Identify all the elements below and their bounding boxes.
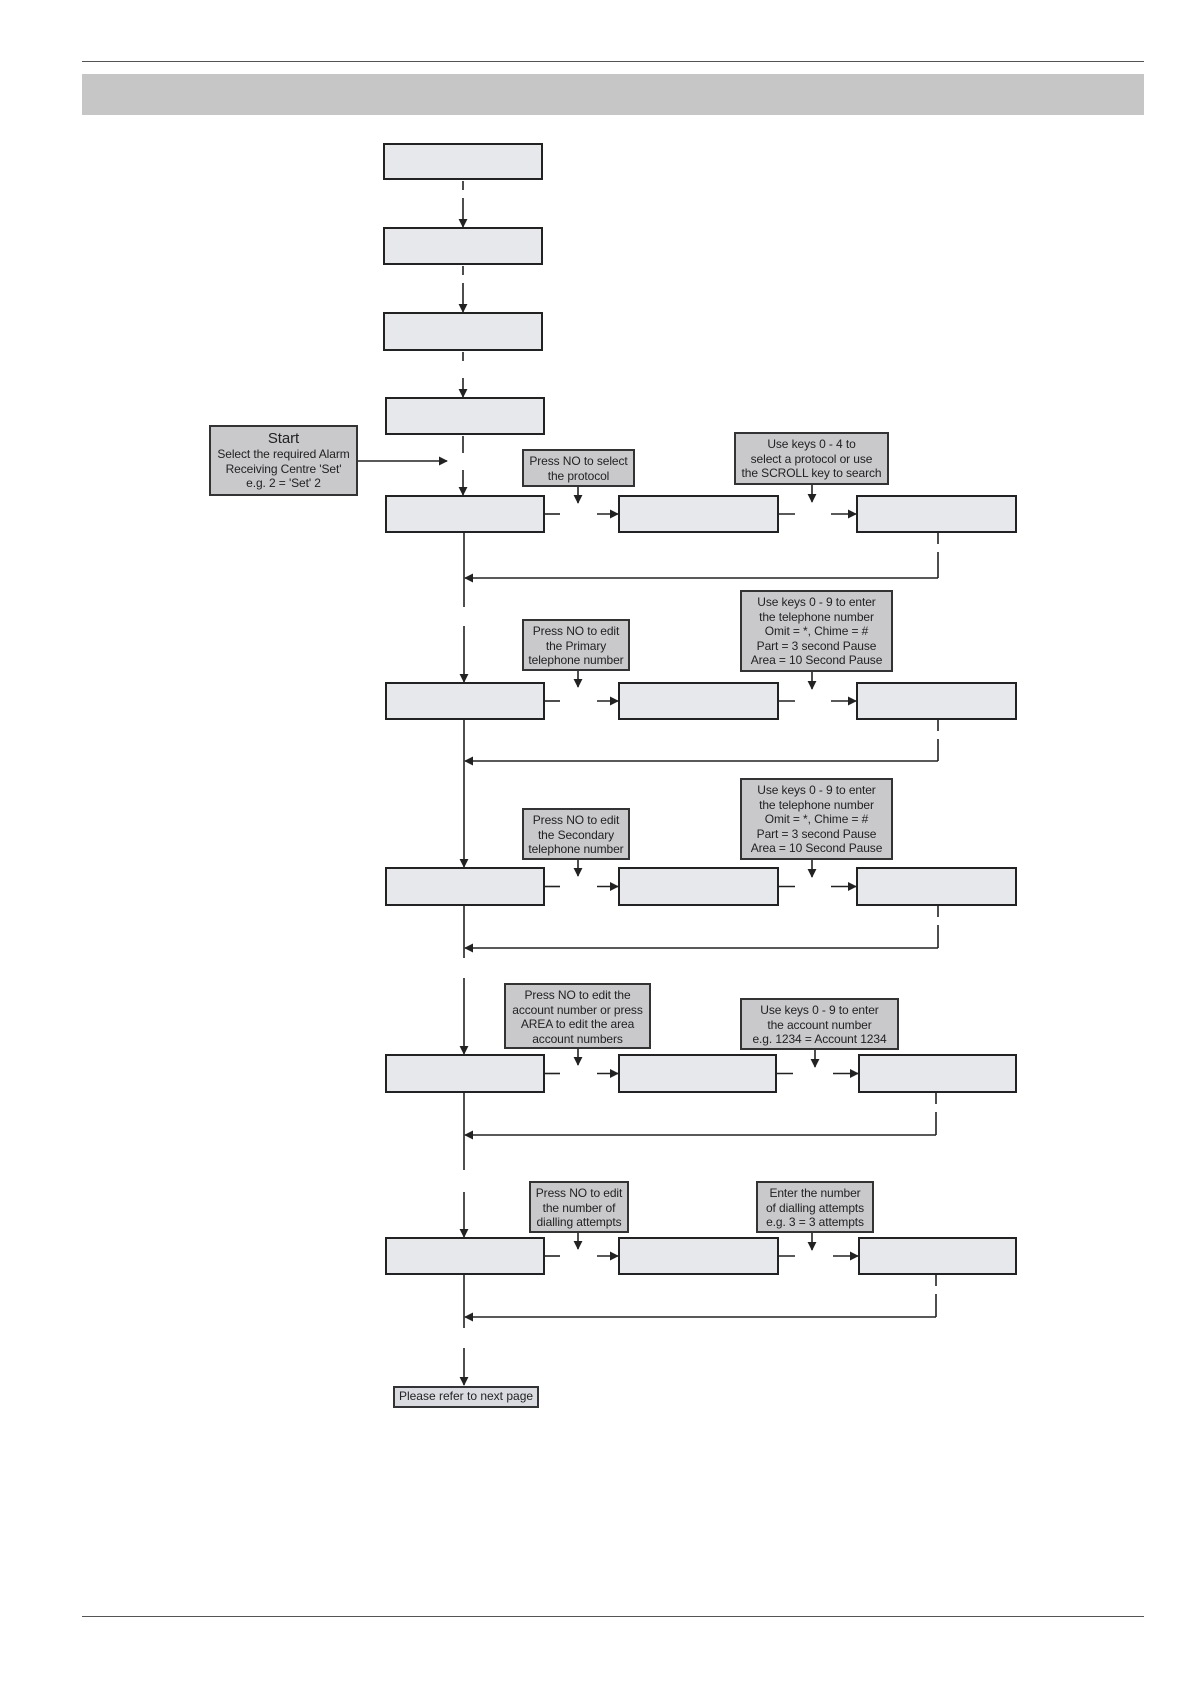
note-line: Use keys 0 - 9 to enter [760, 1003, 879, 1017]
display-box [618, 1054, 777, 1093]
note-line: Use keys 0 - 9 to enter [757, 595, 876, 609]
display-box [385, 1054, 545, 1093]
note-line: Press NO to edit the [524, 988, 631, 1002]
note-line: Use keys 0 - 9 to enter [757, 783, 876, 797]
note-line: the telephone number [759, 797, 874, 812]
note-line: Use keys 0 - 4 to [767, 437, 856, 451]
note-line: telephone number [528, 842, 624, 857]
note-line: the number of [542, 1200, 616, 1215]
note-line: Press NO to edit [532, 624, 620, 638]
start-line: e.g. 2 = 'Set' 2 [246, 476, 321, 491]
display-box [618, 1237, 779, 1275]
note-line: Part = 3 second Pause [756, 826, 877, 841]
note-line: telephone number [528, 653, 624, 668]
attempts-keys-note: Enter the number of dialling attempts e.… [756, 1181, 874, 1233]
note-line: the telephone number [759, 609, 874, 624]
display-box [856, 495, 1017, 533]
note-line: the SCROLL key to search [741, 466, 882, 481]
header-rule [82, 61, 1144, 62]
note-line: Press NO to select [529, 454, 628, 468]
section-banner [82, 74, 1144, 115]
start-line: Receiving Centre 'Set' [225, 461, 342, 476]
note-line: of dialling attempts [765, 1200, 865, 1215]
note-line: AREA to edit the area [520, 1017, 635, 1032]
note-line: dialling attempts [536, 1215, 622, 1230]
menu-box [383, 227, 543, 265]
note-line: the Secondary [537, 827, 615, 842]
note-line: Omit = *, Chime = # [764, 812, 869, 827]
display-box [385, 682, 545, 720]
note-line: Press NO to edit [532, 813, 620, 827]
note-line: account number or press [512, 1002, 643, 1017]
display-box [856, 867, 1017, 906]
display-box [385, 1237, 545, 1275]
display-box [385, 867, 545, 906]
note-line: Part = 3 second Pause [756, 638, 877, 653]
protocol-keys-note: Use keys 0 - 4 to select a protocol or u… [734, 432, 889, 485]
start-note: Start Select the required Alarm Receivin… [209, 425, 358, 496]
note-line: e.g. 1234 = Account 1234 [752, 1032, 887, 1047]
note-line: Enter the number [769, 1186, 861, 1200]
account-keys-note: Use keys 0 - 9 to enter the account numb… [740, 998, 899, 1050]
note-line: Omit = *, Chime = # [764, 624, 869, 639]
protocol-no-note: Press NO to select the protocol [522, 449, 635, 487]
display-box [856, 682, 1017, 720]
note-line: e.g. 3 = 3 attempts [766, 1215, 864, 1230]
note-line: Press NO to edit [535, 1186, 623, 1200]
primary-keys-note: Use keys 0 - 9 to enter the telephone nu… [740, 590, 893, 672]
menu-box [383, 143, 543, 180]
footer-rule [82, 1616, 1144, 1617]
menu-box [383, 312, 543, 351]
note-line: select a protocol or use [750, 451, 873, 466]
display-box [618, 682, 779, 720]
display-box [618, 495, 779, 533]
display-box [858, 1237, 1017, 1275]
display-box [385, 495, 545, 533]
note-line: the Primary [545, 638, 607, 653]
account-no-note: Press NO to edit the account number or p… [504, 983, 651, 1049]
start-line: Select the required Alarm [217, 447, 350, 461]
secondary-no-note: Press NO to edit the Secondary telephone… [522, 808, 630, 860]
menu-box [385, 397, 545, 435]
attempts-no-note: Press NO to edit the number of dialling … [529, 1181, 629, 1233]
refer-next-page-label: Please refer to next page [393, 1386, 539, 1408]
note-line: the account number [767, 1017, 872, 1032]
primary-no-note: Press NO to edit the Primary telephone n… [522, 619, 630, 671]
start-title: Start [267, 430, 300, 447]
display-box [858, 1054, 1017, 1093]
secondary-keys-note: Use keys 0 - 9 to enter the telephone nu… [740, 778, 893, 860]
note-line: the protocol [547, 468, 610, 483]
display-box [618, 867, 779, 906]
note-line: account numbers [532, 1031, 623, 1046]
note-line: Area = 10 Second Pause [750, 653, 883, 668]
note-line: Area = 10 Second Pause [750, 841, 883, 856]
